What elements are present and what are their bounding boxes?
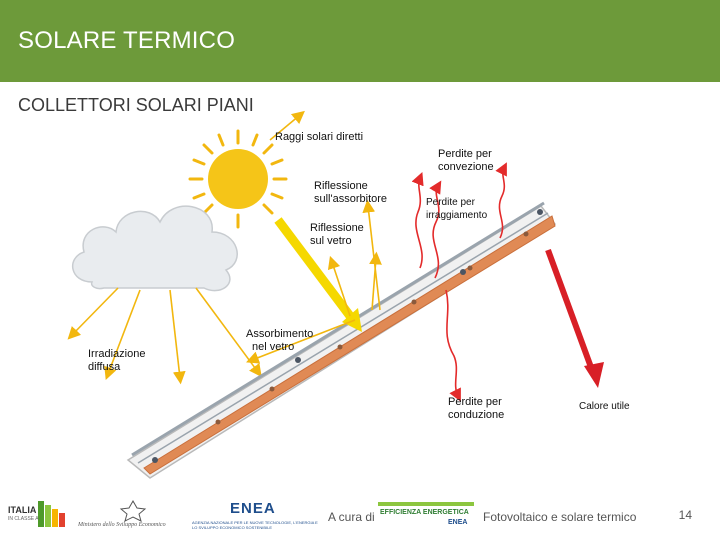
heat-loss-arrows	[411, 162, 507, 402]
direct-ray-arrow-shaft	[274, 217, 354, 319]
efficiency-logo-text: EFFICIENZA ENERGETICA	[380, 509, 469, 516]
footer-topic: Fotovoltaico e solare termico	[483, 510, 637, 524]
italia-logo-subtext: IN CLASSE A	[8, 516, 39, 522]
label-line: convezione	[438, 161, 494, 173]
cloud-icon	[71, 205, 238, 292]
label-line: conduzione	[448, 409, 505, 421]
enea-logo-subtext: AGENZIA NAZIONALE PER LE NUOVE TECNOLOGI…	[192, 520, 318, 530]
curated-by-text: A cura di	[328, 510, 375, 524]
direct-ray-arrow-head	[342, 308, 362, 332]
label-glass-absorption: Assorbimento nel vetro	[246, 328, 313, 354]
collector-frame	[126, 201, 557, 479]
italia-in-classe-a-logo: ITALIA IN CLASSE A	[8, 497, 68, 531]
useful-heat-arrow-head	[584, 362, 604, 388]
italia-logo-text: ITALIA	[8, 505, 37, 515]
label-direct-rays: Raggi solari diretti	[275, 131, 364, 143]
label-line: diffusa	[88, 361, 121, 373]
label-line: Perdite per	[438, 148, 492, 160]
section-subtitle: COLLETTORI SOLARI PIANI	[18, 95, 254, 115]
page-title: SOLARE TERMICO	[18, 27, 236, 54]
label-radiation-loss: Perdite per irraggiamento	[426, 196, 487, 222]
ministry-logo-text: Ministero dello Sviluppo Economico	[78, 522, 166, 528]
label-line: Riflessione	[314, 180, 368, 192]
label-line: Perdite per	[426, 197, 475, 208]
label-diffuse-radiation: Irradiazione diffusa	[88, 348, 145, 374]
label-line: Irradiazione	[88, 348, 146, 360]
label-line: sul vetro	[310, 235, 352, 247]
label-convection-loss: Perdite per convezione	[438, 148, 494, 174]
label-line: Riflessione	[310, 222, 364, 234]
label-conduction-loss: Perdite per conduzione	[448, 396, 504, 422]
useful-heat-arrow-shaft	[545, 248, 595, 372]
label-line: Assorbimento	[246, 328, 314, 340]
enea-logo: ENEA AGENZIA NAZIONALE PER LE NUOVE TECN…	[192, 500, 320, 536]
efficienza-energetica-logo: EFFICIENZA ENERGETICA ENEA	[378, 500, 474, 532]
label-line: irraggiamento	[426, 210, 488, 221]
ministry-logo: Ministero dello Sviluppo Economico	[78, 500, 188, 534]
enea-logo-text: ENEA	[230, 500, 276, 517]
efficiency-logo-enea: ENEA	[448, 519, 468, 526]
reflection-arrows	[246, 199, 382, 364]
label-line: Perdite per	[448, 396, 502, 408]
page-number: 14	[678, 508, 692, 522]
sun-icon	[188, 129, 288, 229]
label-useful-heat: Calore utile	[579, 401, 630, 412]
label-absorber-reflection: Riflessione sull'assorbitore	[314, 180, 387, 206]
label-line: sull'assorbitore	[314, 193, 388, 205]
label-glass-reflection: Riflessione sul vetro	[310, 222, 364, 248]
direct-rays	[269, 110, 305, 141]
header-bar: SOLARE TERMICO	[0, 0, 720, 82]
label-line: nel vetro	[252, 341, 295, 353]
